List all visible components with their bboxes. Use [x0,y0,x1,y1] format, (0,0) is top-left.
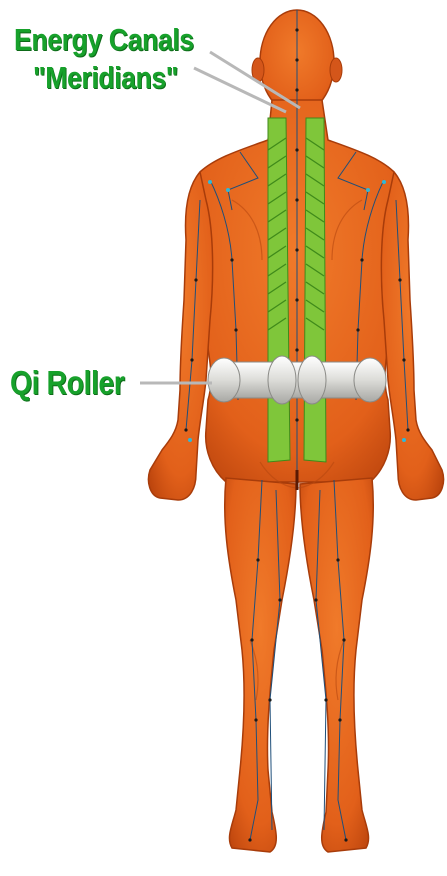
left-arm [148,172,212,500]
meridian-band-left [268,118,290,462]
meridian-band-right [304,118,326,462]
left-leg [225,478,296,852]
meridians-label-line2: "Meridians" [33,62,178,94]
qi-roller-graphic [208,356,386,404]
meridians-label-line1: Energy Canals [14,24,194,56]
right-arm [381,172,443,500]
qi-roller-label: Qi Roller [10,366,124,400]
body-silhouette [148,10,443,852]
